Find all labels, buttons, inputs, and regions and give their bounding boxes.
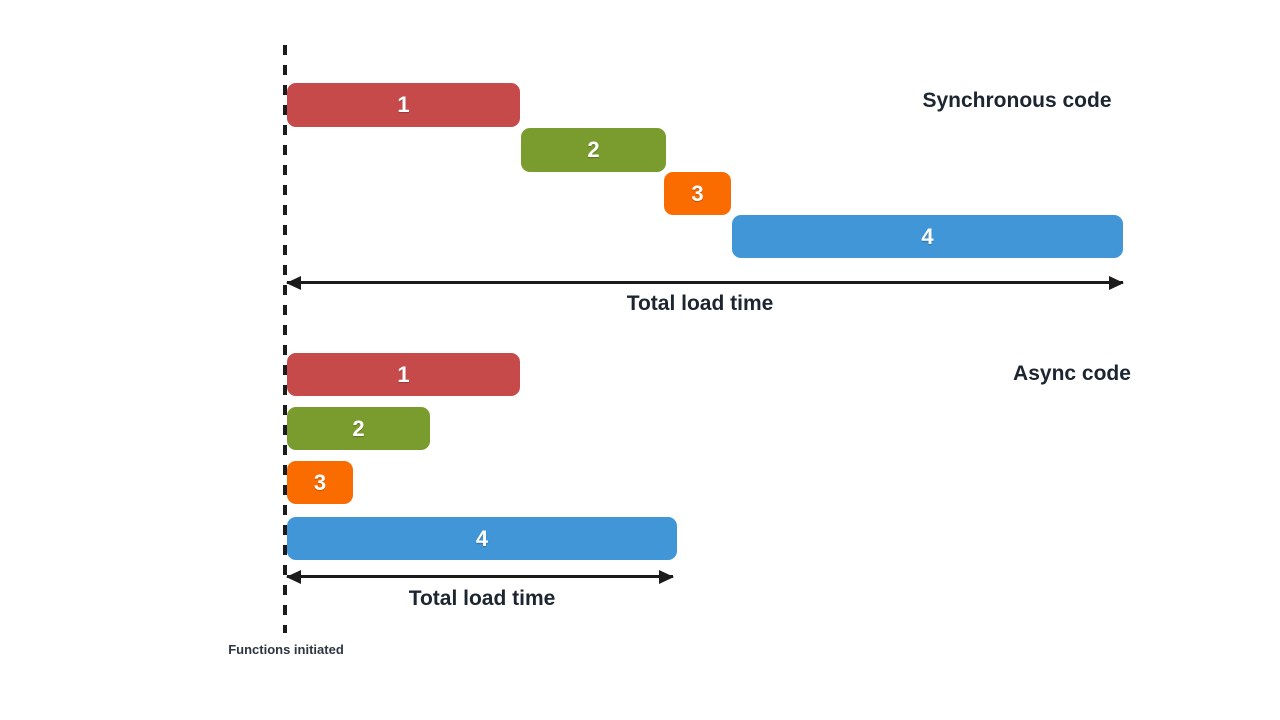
sync-task-bar-4: 4: [732, 215, 1123, 258]
sync-task-bar-1: 1: [287, 83, 520, 127]
sync-section-title: Synchronous code: [922, 89, 1112, 112]
async-task-bar-3: 3: [287, 461, 353, 504]
sync-task-bar-3: 3: [664, 172, 731, 215]
sync-task-bar-2: 2: [521, 128, 666, 172]
functions-initiated-line: [283, 45, 287, 633]
async-task-bar-4: 4: [287, 517, 677, 560]
async-task-bar-1: 1: [287, 353, 520, 396]
sync-total-load-time-label: Total load time: [626, 292, 774, 315]
async-total-load-time-arrow: [286, 570, 674, 584]
functions-initiated-label: Functions initiated: [228, 642, 344, 657]
async-task-bar-2: 2: [287, 407, 430, 450]
async-section-title: Async code: [1013, 362, 1131, 385]
async-total-load-time-label: Total load time: [408, 587, 556, 610]
sync-total-load-time-arrow: [286, 276, 1124, 290]
